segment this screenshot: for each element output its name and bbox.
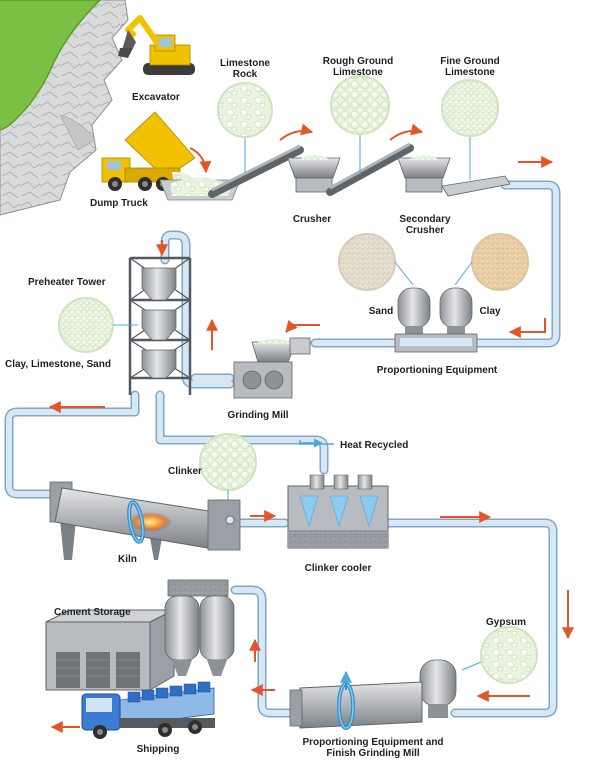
preheater-tower <box>128 256 192 395</box>
crusher <box>287 155 341 193</box>
conveyor-2 <box>326 142 414 196</box>
label-prop-finish-2: Finish Grinding Mill <box>326 748 420 759</box>
kiln <box>49 481 241 560</box>
callout-line <box>461 661 482 671</box>
label-excavator: Excavator <box>132 92 180 103</box>
label-limestone-rock-2: Rock <box>233 69 258 80</box>
sand-sample <box>338 233 396 291</box>
label-clay: Clay <box>479 306 501 317</box>
label-fine-ground-1: Fine Ground <box>440 56 499 67</box>
gypsum-sample <box>480 626 538 684</box>
excavator <box>118 15 195 75</box>
clay-limestone-sand-sample <box>58 297 114 353</box>
label-secondary-crusher-2: Crusher <box>406 225 444 236</box>
label-fine-ground-2: Limestone <box>445 67 495 78</box>
grinding-mill <box>233 337 311 399</box>
label-shipping: Shipping <box>137 744 180 755</box>
conveyor-1 <box>208 144 304 198</box>
label-limestone-rock-1: Limestone <box>220 58 270 69</box>
label-cement-storage: Cement Storage <box>54 607 131 618</box>
label-rough-ground-1: Rough Ground <box>323 56 394 67</box>
label-gypsum: Gypsum <box>486 617 526 628</box>
label-secondary-crusher-1: Secondary <box>399 214 451 225</box>
label-kiln: Kiln <box>118 554 137 565</box>
clay-sample <box>471 233 529 291</box>
label-crusher: Crusher <box>293 214 331 225</box>
label-clinker: Clinker <box>168 466 202 477</box>
flow-arrow <box>508 318 546 338</box>
limestone-rock-sample <box>217 82 273 138</box>
label-clay-limestone-sand: Clay, Limestone, Sand <box>5 359 111 370</box>
cement-storage <box>45 579 235 691</box>
label-clinker-cooler: Clinker cooler <box>305 563 372 574</box>
label-dump-truck: Dump Truck <box>90 198 148 209</box>
flow-arrow <box>389 123 424 141</box>
callout-line <box>394 261 414 286</box>
label-heat-recycled: Heat Recycled <box>340 440 408 451</box>
process-pipes <box>4 180 561 718</box>
proportioning-equipment <box>394 287 478 353</box>
label-prop-finish-1: Proportioning Equipment and <box>302 737 443 748</box>
rough-ground-limestone-sample <box>330 75 390 135</box>
callout-line <box>454 261 473 286</box>
label-grinding-mill: Grinding Mill <box>227 410 288 421</box>
fine-ground-limestone-sample <box>441 79 499 137</box>
shipping-truck <box>81 681 215 739</box>
clinker-sample <box>199 433 257 491</box>
flow-arrow <box>279 123 314 141</box>
label-rough-ground-2: Limestone <box>333 67 383 78</box>
label-sand: Sand <box>369 306 393 317</box>
label-preheater-tower: Preheater Tower <box>28 277 106 288</box>
finish-grinding-mill <box>289 659 457 730</box>
flow-arrow <box>285 319 320 333</box>
flow-arrow <box>189 147 212 174</box>
label-proportioning-equipment: Proportioning Equipment <box>377 365 498 376</box>
clinker-cooler <box>287 474 389 549</box>
secondary-crusher <box>397 155 511 197</box>
quarry-cliff <box>0 0 129 216</box>
